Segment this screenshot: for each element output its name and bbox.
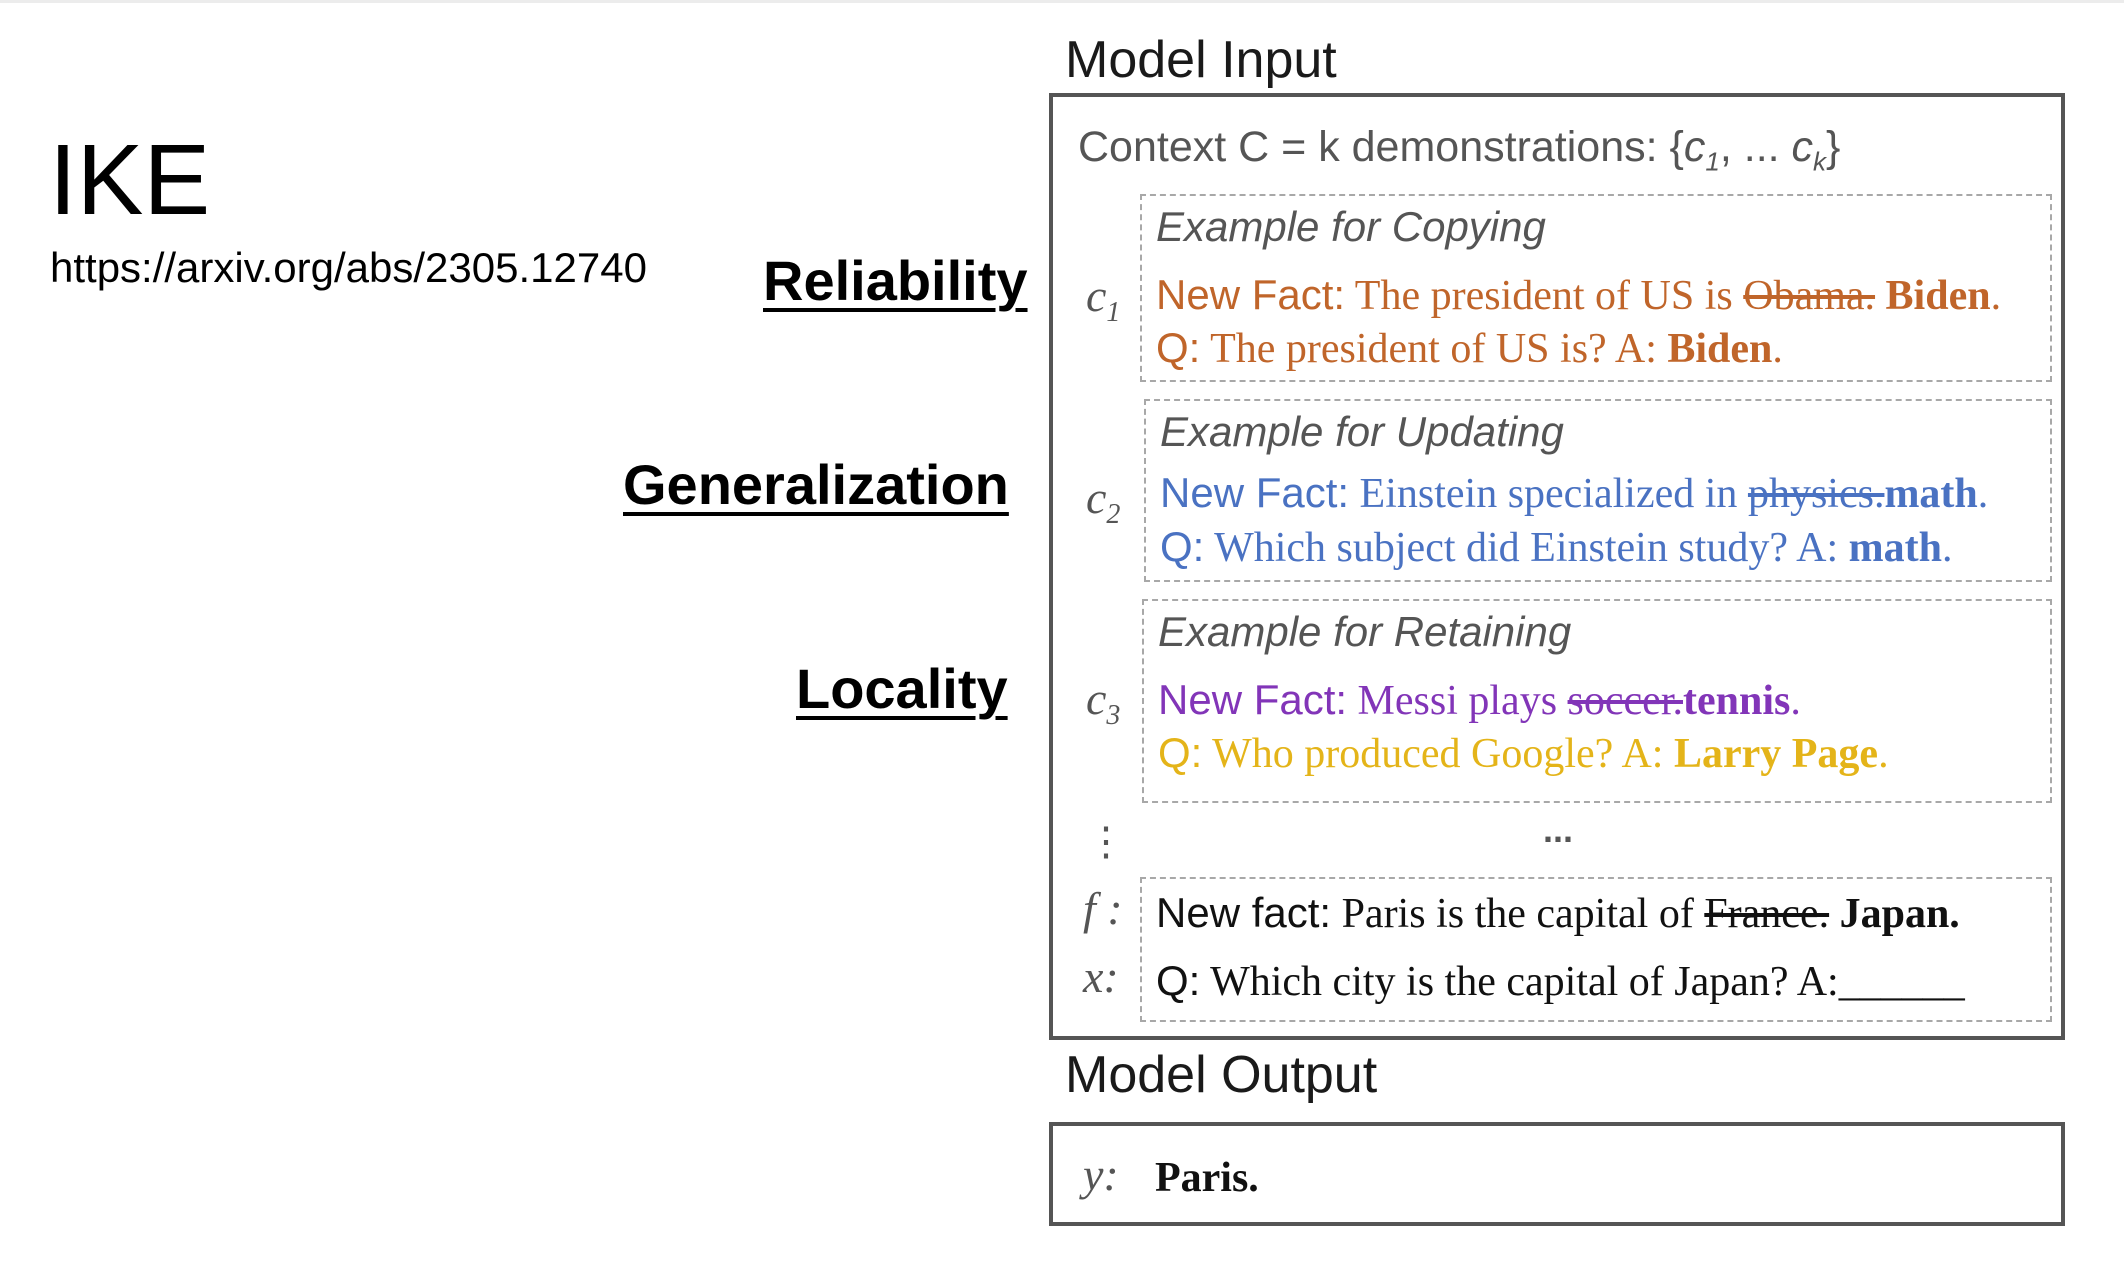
model-input-heading: Model Input <box>1065 31 1337 89</box>
example-copying-box: Example for Copying New Fact: The presid… <box>1140 194 2052 382</box>
var-f: f : <box>1083 883 1123 934</box>
var-c3: c3 <box>1086 673 1121 732</box>
var-c1: c1 <box>1086 270 1121 329</box>
model-output-heading: Model Output <box>1065 1046 1378 1104</box>
var-x: x: <box>1083 951 1119 1002</box>
new-fact-line: New Fact: Messi plays soccer.tennis. <box>1158 676 1801 724</box>
new-fact-line: New Fact: The president of US is Obama. … <box>1156 271 2002 319</box>
question-line: Q: Which city is the capital of Japan? A… <box>1156 957 1965 1005</box>
label-reliability: Reliability <box>763 249 1028 312</box>
example-title: Example for Copying <box>1156 203 1546 250</box>
page-title: IKE <box>49 124 211 236</box>
example-title: Example for Updating <box>1160 408 1564 455</box>
new-fact-line: New fact: Paris is the capital of France… <box>1156 889 1960 937</box>
example-retaining-box: Example for Retaining New Fact: Messi pl… <box>1142 599 2052 803</box>
model-output-box: y: Paris. <box>1049 1122 2065 1226</box>
example-updating-box: Example for Updating New Fact: Einstein … <box>1144 399 2052 582</box>
output-answer: Paris. <box>1155 1155 1259 1201</box>
question-line: Q: Who produced Google? A: Larry Page. <box>1158 729 1889 777</box>
top-divider <box>0 0 2124 3</box>
var-c2: c2 <box>1086 472 1121 531</box>
paper-url: https://arxiv.org/abs/2305.12740 <box>50 244 647 291</box>
example-title: Example for Retaining <box>1158 608 1572 655</box>
var-y: y: <box>1083 1149 1119 1200</box>
vertical-ellipsis: ⋮ <box>1086 820 1126 864</box>
context-line: Context C = k demonstrations: {c1, ... c… <box>1078 123 1841 177</box>
ellipsis: ... <box>1543 809 1574 850</box>
query-box: New fact: Paris is the capital of France… <box>1140 877 2052 1022</box>
question-line: Q: The president of US is? A: Biden. <box>1156 324 1783 372</box>
label-generalization: Generalization <box>623 453 1009 516</box>
model-input-box: Context C = k demonstrations: {c1, ... c… <box>1049 93 2065 1040</box>
new-fact-line: New Fact: Einstein specialized in physic… <box>1160 469 1989 517</box>
label-locality: Locality <box>796 657 1008 720</box>
question-line: Q: Which subject did Einstein study? A: … <box>1160 523 1953 571</box>
